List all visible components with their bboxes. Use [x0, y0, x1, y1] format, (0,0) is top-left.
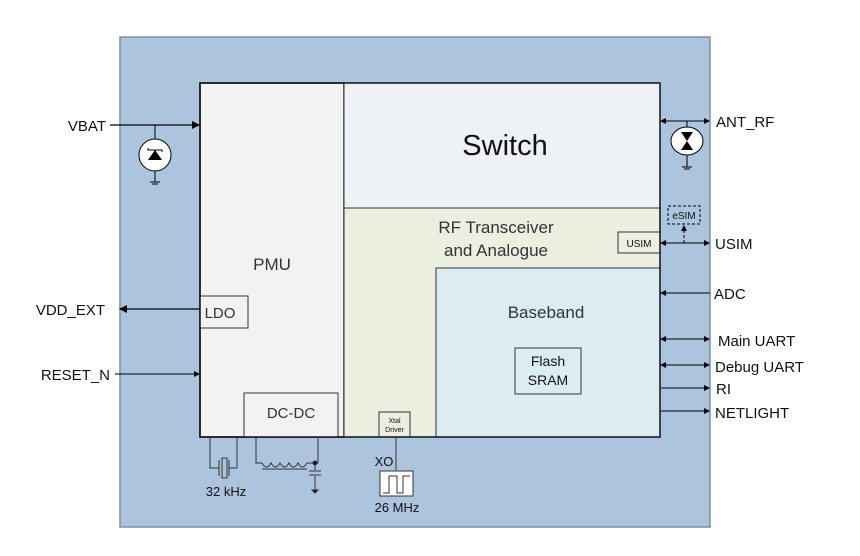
oscillator-icon — [379, 470, 414, 497]
xo-label: XO — [375, 454, 394, 469]
switch-label: Switch — [462, 130, 547, 162]
baseband-label: Baseband — [508, 303, 585, 322]
pmu-label: PMU — [253, 255, 291, 274]
esim-block — [667, 205, 701, 225]
ldo-block — [199, 295, 249, 329]
usim-block-label: USIM — [627, 239, 652, 250]
debug-uart-label: Debug UART — [715, 359, 804, 376]
xtal-label-line2: Driver — [385, 427, 404, 434]
rf-label-line1: RF Transceiver — [438, 218, 554, 237]
flash-sram-block — [514, 347, 582, 395]
vbat-label: VBAT — [68, 118, 106, 135]
tvs-diode-icon — [670, 121, 704, 167]
xtal-label-line1: Xtal — [388, 418, 401, 425]
netlight-label: NETLIGHT — [715, 405, 789, 422]
crystal-icon — [209, 437, 238, 479]
esim-label: eSIM — [672, 211, 695, 222]
ldo-label: LDO — [205, 305, 236, 322]
vdd-ext-label: VDD_EXT — [36, 302, 105, 319]
main-uart-label: Main UART — [718, 333, 795, 350]
adc-label: ADC — [714, 286, 746, 303]
dcdc-block — [243, 392, 339, 438]
xo-freq-label: 26 MHz — [375, 500, 420, 515]
crystal-freq-label: 32 kHz — [206, 484, 246, 499]
capacitor-icon — [309, 463, 321, 494]
xtal-driver-block — [378, 411, 411, 438]
ground-icon — [150, 181, 160, 185]
switch-block — [343, 82, 661, 209]
ant-rf-label: ANT_RF — [716, 114, 774, 131]
rf-label-line2: and Analogue — [444, 241, 548, 260]
sram-label: SRAM — [528, 372, 568, 388]
flash-label: Flash — [531, 353, 565, 369]
ri-label: RI — [716, 381, 731, 398]
usim-label: USIM — [715, 236, 753, 253]
pmu-block — [199, 82, 345, 438]
tvs-diode-icon — [138, 125, 172, 182]
dcdc-label: DC-DC — [267, 405, 315, 422]
ground-icon — [682, 166, 692, 170]
reset-n-label: RESET_N — [41, 367, 110, 384]
